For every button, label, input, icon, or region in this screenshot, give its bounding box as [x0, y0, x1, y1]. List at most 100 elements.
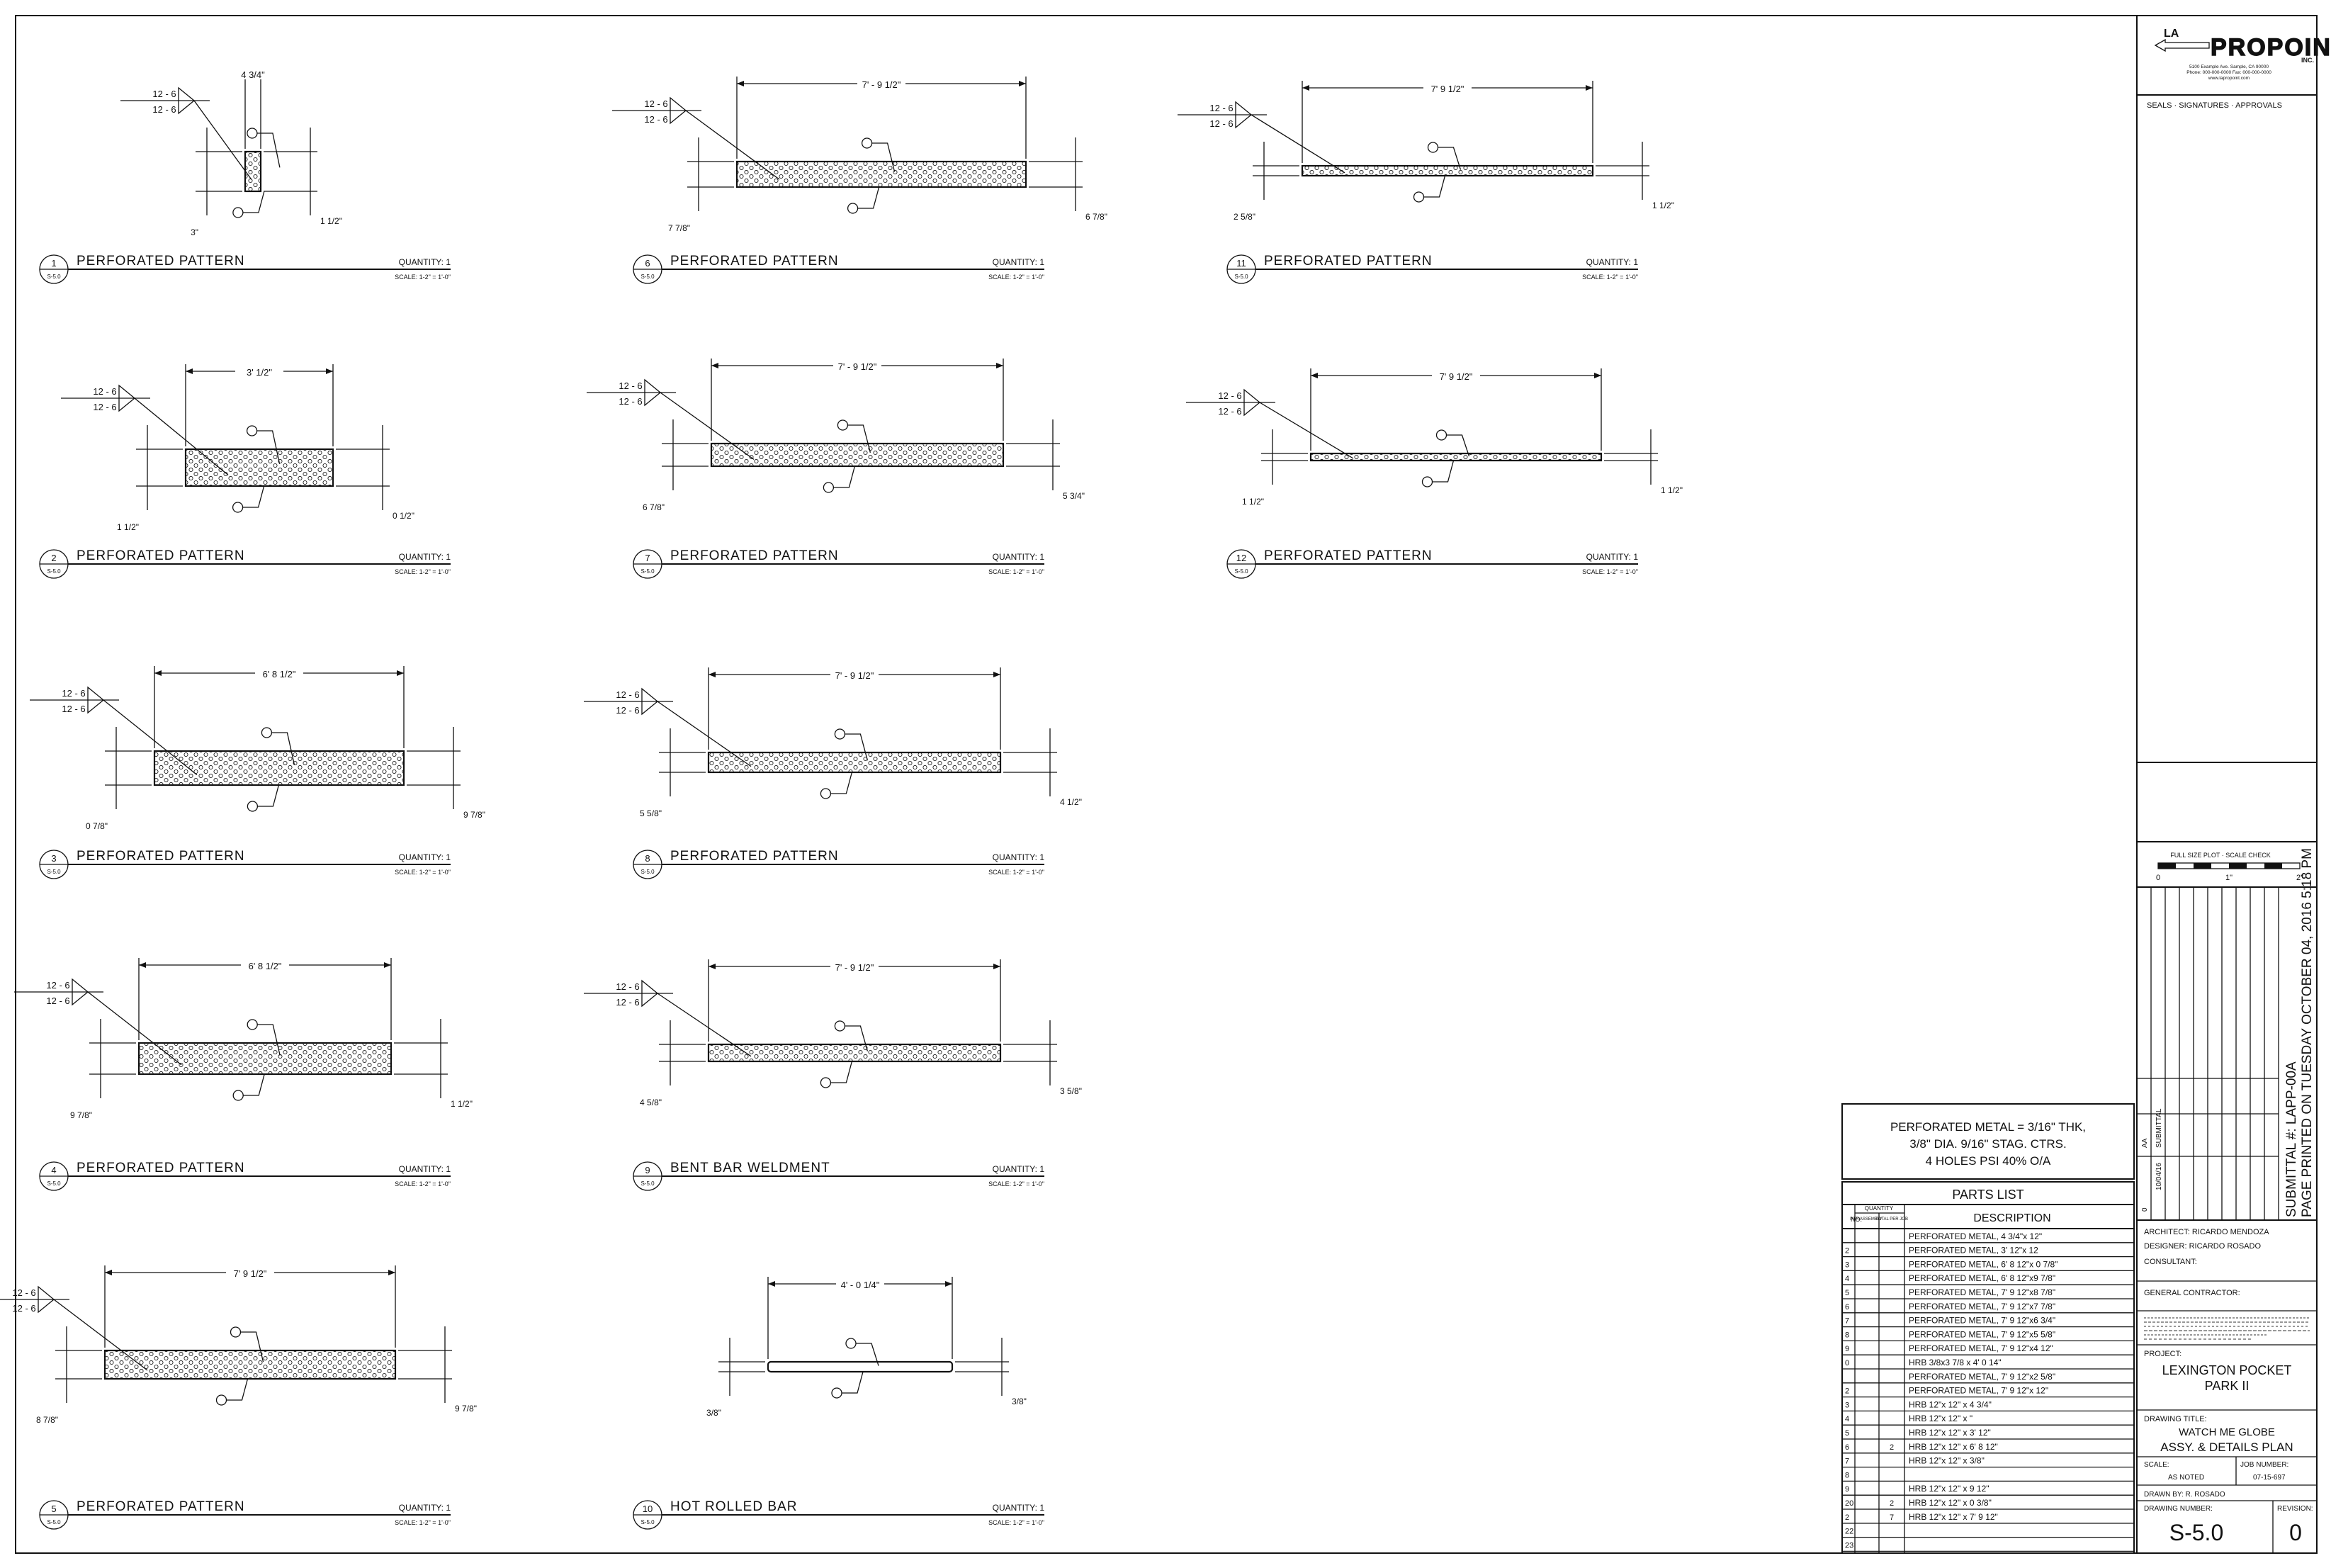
- dim-left-label: 7 7/8": [668, 223, 690, 233]
- parts-row-desc: HRB 12"x 12" x ": [1909, 1414, 1972, 1423]
- rev-note: SUBMITTAL: [2155, 1108, 2163, 1148]
- detail-title: PERFORATED PATTERN: [77, 254, 245, 269]
- weld-fillet-icon: [670, 96, 687, 125]
- dim-label-bg: [830, 667, 879, 680]
- callout-leader-top: [271, 732, 295, 765]
- seals-label: SEALS · SIGNATURES · APPROVALS: [2147, 101, 2282, 110]
- weld-spec-bottom: 12 - 6: [93, 402, 116, 412]
- parts-row-no: 0: [1845, 1359, 1849, 1367]
- revision-label: REVISION:: [2277, 1505, 2313, 1513]
- weld-leader: [1251, 114, 1345, 174]
- logo-arrow-icon: [2154, 38, 2210, 52]
- parts-row-desc: PERFORATED METAL, 3' 12"x 12: [1909, 1246, 2038, 1256]
- firm-prefix: LA: [2164, 28, 2179, 40]
- plate-8: [707, 751, 1002, 774]
- parts-row-no: 9: [1845, 1485, 1849, 1494]
- plate-5: [103, 1349, 397, 1380]
- parts-row-desc: PERFORATED METAL, 6' 8 12"x9 7/8": [1909, 1273, 2055, 1283]
- dim-length-label: 6' 8 1/2": [249, 961, 282, 971]
- scale-mark-2: 2": [2296, 874, 2303, 882]
- callout-leader-bottom: [1423, 175, 1446, 198]
- dim-length-label: 7' 9 1/2": [1431, 84, 1464, 94]
- detail-7: 7' - 9 1/2"6 7/8"5 3/4"12 - 612 - 67S-5.…: [587, 359, 1085, 579]
- callout-leader-bottom: [1432, 460, 1455, 483]
- detail-quantity: QUANTITY: 1: [399, 1164, 451, 1174]
- parts-row-no: 2: [1845, 1247, 1849, 1256]
- detail-number: 4: [51, 1165, 56, 1175]
- weld-spec-bottom: 12 - 6: [152, 104, 176, 115]
- detail-quantity: QUANTITY: 1: [993, 852, 1045, 862]
- detail-title: PERFORATED PATTERN: [670, 849, 839, 864]
- detail-sheet: S-5.0: [47, 1519, 61, 1525]
- weld-spec-bottom: 12 - 6: [619, 396, 642, 407]
- parts-row-no: 22: [1845, 1528, 1853, 1536]
- parts-row-no: 9: [1845, 1345, 1849, 1353]
- firm-address-3: www.lapropoint.com: [2208, 76, 2250, 81]
- detail-number: 3: [51, 853, 56, 864]
- callout-leader-bottom: [842, 1371, 864, 1394]
- firm-suffix: INC.: [2301, 57, 2314, 64]
- detail-12: 7' 9 1/2"1 1/2"1 1/2"12 - 612 - 612S-5.0…: [1186, 368, 1683, 579]
- detail-scale: SCALE: 1-2" = 1'-0": [988, 1180, 1044, 1188]
- title-block: LA PROPOINT INC. 5100 Example Ave. Sampl…: [2136, 16, 2331, 1553]
- detail-sheet: S-5.0: [47, 273, 61, 280]
- parts-row-no: 4: [1845, 1275, 1849, 1283]
- dim-right-label: 3/8": [1012, 1397, 1027, 1406]
- parts-row-desc: HRB 12"x 12" x 6' 8 12": [1909, 1442, 1998, 1452]
- designer: DESIGNER: RICARDO ROSADO: [2144, 1242, 2261, 1251]
- weld-fillet-icon: [118, 384, 136, 412]
- parts-row-qty: 2: [1890, 1443, 1894, 1452]
- callout-leader-top: [256, 132, 281, 168]
- detail-number: 11: [1236, 258, 1246, 269]
- dim-left-label: 3": [191, 227, 198, 237]
- callout-balloon-bottom: [1421, 476, 1433, 487]
- detail-scale: SCALE: 1-2" = 1'-0": [988, 273, 1044, 281]
- detail-number: 8: [645, 853, 650, 864]
- callout-leader-bottom: [242, 191, 265, 213]
- parts-row-desc: PERFORATED METAL, 7' 9 12"x2 5/8": [1909, 1372, 2055, 1382]
- dim-left-label: 0 7/8": [86, 821, 108, 831]
- detail-title: PERFORATED PATTERN: [1264, 548, 1433, 563]
- drawing-title-2: ASSY. & DETAILS PLAN: [2160, 1440, 2293, 1454]
- drawing-title-1: WATCH ME GLOBE: [2179, 1426, 2275, 1438]
- parts-row-no: 2: [1845, 1513, 1849, 1522]
- parts-row-desc: PERFORATED METAL, 6' 8 12"x 0 7/8": [1909, 1259, 2058, 1269]
- col-desc: DESCRIPTION: [1973, 1212, 2050, 1224]
- callout-balloon-top: [230, 1326, 242, 1338]
- callout-balloon-top: [837, 419, 849, 431]
- weld-fillet-icon: [87, 686, 105, 714]
- dim-label-bg: [255, 666, 303, 679]
- detail-quantity: QUANTITY: 1: [399, 552, 451, 562]
- callout-leader-bottom: [242, 485, 265, 508]
- plate-3: [153, 750, 405, 786]
- weld-spec-bottom: 12 - 6: [12, 1303, 35, 1314]
- detail-title: PERFORATED PATTERN: [77, 849, 245, 864]
- col-qty: QUANTITY: [1865, 1205, 1894, 1212]
- detail-number: 6: [645, 258, 650, 269]
- parts-row-desc: HRB 12"x 12" x 7' 9 12": [1909, 1512, 1998, 1522]
- dim-length-label: 7' - 9 1/2": [862, 79, 901, 90]
- callout-balloon-top: [261, 727, 273, 738]
- project-label: PROJECT:: [2144, 1350, 2182, 1358]
- scale-bar: 0 1" 2": [2156, 862, 2303, 882]
- parts-row-desc: HRB 12"x 12" x 0 3/8": [1909, 1498, 1992, 1508]
- consultant-label: CONSULTANT:: [2144, 1258, 2197, 1266]
- detail-quantity: QUANTITY: 1: [993, 1164, 1045, 1174]
- detail-scale: SCALE: 1-2" = 1'-0": [988, 869, 1044, 876]
- parts-list: PARTS LIST NO. QUANTITY PER ASSEMBLY TOT…: [1841, 1181, 2135, 1554]
- callout-balloon-bottom: [820, 788, 832, 799]
- dim-left-label: 2 5/8": [1234, 212, 1255, 222]
- weld-leader: [1259, 402, 1354, 459]
- parts-row-no: 8: [1845, 1331, 1849, 1339]
- detail-9: 7' - 9 1/2"4 5/8"3 5/8"12 - 612 - 69S-5.…: [584, 959, 1082, 1191]
- parts-row-no: 5: [1845, 1429, 1849, 1438]
- plate-12: [1309, 452, 1603, 462]
- job-label: JOB NUMBER:: [2240, 1461, 2288, 1469]
- parts-row-desc: HRB 3/8x3 7/8 x 4' 0 14": [1909, 1358, 2002, 1367]
- weld-spec-bottom: 12 - 6: [1218, 406, 1241, 417]
- weld-fillet-icon: [38, 1285, 55, 1314]
- detail-scale: SCALE: 1-2" = 1'-0": [395, 1519, 451, 1526]
- callout-balloon-bottom: [831, 1387, 842, 1399]
